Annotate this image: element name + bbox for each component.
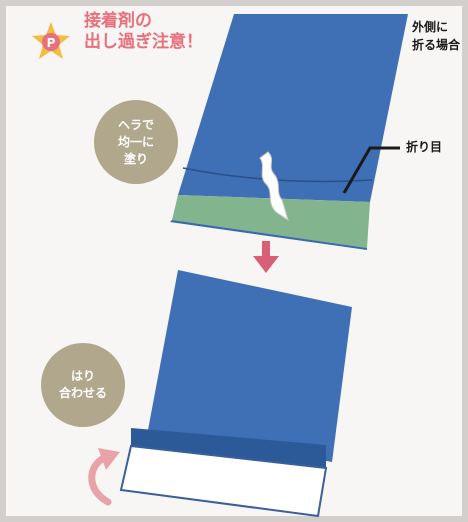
glue-strip: [172, 195, 370, 248]
flap-edge: [170, 220, 367, 250]
folded-flap: [119, 444, 328, 518]
top-paper: [178, 14, 408, 202]
fold-leader-line: [342, 146, 400, 194]
bubble-spread-line-2: 均一に: [117, 135, 154, 149]
down-arrow-icon: [253, 241, 279, 273]
bubble-join-text: はり 合わせる: [43, 368, 123, 402]
bubble-join-line-1: はり: [70, 369, 95, 383]
warning-line-2: 出し過ぎ注意！: [84, 32, 203, 52]
fold-outside-line-1: 外側に: [412, 20, 449, 34]
bottom-paper: [148, 270, 352, 462]
folded-band: [131, 428, 326, 468]
fold-outside-line-2: 折る場合: [412, 38, 461, 52]
bubble-spread-text: ヘラで 均一に 塗り: [96, 117, 176, 168]
bubble-spread-line-3: 塗り: [123, 152, 148, 166]
warning-title: 接着剤の 出し過ぎ注意！: [84, 11, 203, 53]
badge-letter: P: [47, 36, 56, 50]
badge-star-icon: P: [32, 22, 70, 59]
bubble-join-line-2: 合わせる: [58, 386, 107, 400]
bubble-spread-line-1: ヘラで: [117, 118, 154, 132]
spatula-icon: [259, 151, 289, 222]
bubble-join: [41, 343, 125, 427]
warning-line-1: 接着剤の: [84, 11, 152, 31]
fold-up-arrow-icon: [88, 448, 120, 506]
fold-line-label: 折り目: [406, 140, 443, 154]
fold-outside-label: 外側に 折る場合: [412, 18, 460, 54]
bubble-spread: [94, 100, 178, 184]
